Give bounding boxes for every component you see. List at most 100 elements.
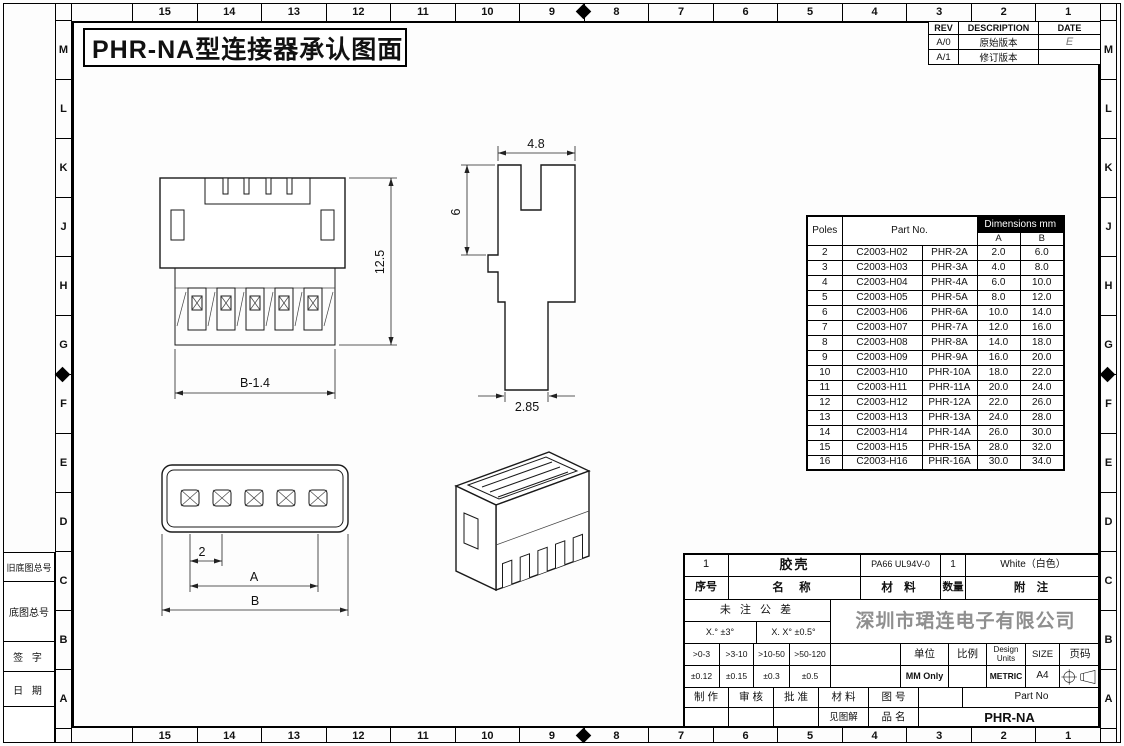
dim-a-cell: 2.0 — [976, 244, 1021, 261]
revision-row: A/1 修订版本 — [928, 49, 1101, 65]
rev-cell: A/0 — [928, 34, 959, 50]
part-name-cell: PHR-7A — [921, 319, 978, 336]
tb-blank-cell — [830, 643, 900, 665]
sheet-title: PHR-NA型连接器承认图面 — [83, 28, 407, 67]
tb-blank-cell — [773, 707, 818, 728]
description-cell: 修订版本 — [958, 49, 1039, 65]
tb-item-note: White（白色） — [965, 553, 1100, 576]
zone-letter-cell: J — [56, 197, 71, 256]
revision-table-body: A/0 原始版本 E A/1 修订版本 — [928, 34, 1101, 65]
tb-tol-angle-xx: X. X° ±0.5° — [756, 621, 830, 643]
dim-a-cell: 14.0 — [976, 334, 1021, 351]
dim-b-cell: 14.0 — [1019, 304, 1065, 321]
date-cell — [1038, 49, 1101, 65]
zone-number-cell: 10 — [454, 3, 520, 21]
dim-b-header: B — [1019, 231, 1065, 246]
part-name-cell: PHR-3A — [921, 259, 978, 276]
part-code-cell: C2003-H11 — [841, 379, 923, 396]
revision-row: A/0 原始版本 E — [928, 34, 1101, 50]
zone-letter-cell: D — [56, 492, 71, 551]
zone-letter-cell: M — [1103, 44, 1114, 56]
zone-number-cell: 14 — [196, 728, 262, 743]
tb-scale-label: 比例 — [948, 643, 986, 665]
poles-cell: 4 — [806, 274, 843, 291]
dim-a-cell: 30.0 — [976, 454, 1021, 471]
tb-part-no-label: Part No — [962, 687, 1100, 707]
dim-a-cell: 16.0 — [976, 349, 1021, 366]
poles-cell: 12 — [806, 394, 843, 411]
dim-b-cell: 10.0 — [1019, 274, 1065, 291]
parts-row: 11 C2003-H11 PHR-11A 20.0 24.0 — [806, 379, 1065, 396]
part-name-cell: PHR-12A — [921, 394, 978, 411]
tb-blank-cell — [918, 687, 962, 707]
poles-cell: 14 — [806, 424, 843, 441]
zone-letter-cell: F — [1101, 374, 1116, 433]
zone-number-cell: 3 — [906, 3, 971, 21]
part-code-cell: C2003-H04 — [841, 274, 923, 291]
border-corner — [56, 3, 71, 21]
zone-letter-cell: L — [1101, 79, 1116, 138]
dim-b-cell: 18.0 — [1019, 334, 1065, 351]
zone-number-cell: 11 — [390, 3, 455, 21]
part-code-cell: C2003-H15 — [841, 439, 923, 456]
tb-item-no: 1 — [683, 553, 728, 576]
zone-number-cell: 11 — [390, 728, 455, 743]
date-label: 日 期 — [4, 671, 54, 706]
zone-number-cell: 15 — [158, 729, 171, 742]
dimension-label: 2.85 — [515, 400, 539, 414]
part-name-cell: PHR-10A — [921, 364, 978, 381]
zone-number-cell: 6 — [712, 728, 778, 743]
dim-a-cell: 26.0 — [976, 424, 1021, 441]
zone-letter-cell: J — [1101, 197, 1116, 256]
poles-cell: 15 — [806, 439, 843, 456]
zone-letter-cell: C — [56, 551, 71, 610]
signature-label: 签 字 — [4, 641, 54, 671]
part-code-cell: C2003-H13 — [841, 409, 923, 426]
tb-tol-range-2: >3-10 — [719, 643, 753, 665]
dimension-label: B — [251, 594, 259, 608]
tb-material-value: 见图解 — [818, 707, 868, 728]
zone-number-cell: 4 — [841, 3, 907, 21]
dim-a-cell: 22.0 — [976, 394, 1021, 411]
part-code-cell: C2003-H09 — [841, 349, 923, 366]
front-view: 12.5 B-1.4 — [159, 177, 397, 399]
zone-letter-cell: E — [1101, 433, 1116, 492]
zone-number-cell: 4 — [841, 728, 907, 743]
zone-letter-cell: A — [1101, 669, 1116, 728]
tb-tol-value-2: ±0.15 — [719, 665, 753, 687]
parts-row: 16 C2003-H16 PHR-16A 30.0 34.0 — [806, 454, 1065, 471]
tb-projection-cell — [1059, 665, 1100, 687]
part-code-cell: C2003-H03 — [841, 259, 923, 276]
tb-size-value: A4 — [1025, 665, 1059, 687]
rev-col-header: REV — [928, 21, 959, 35]
poles-cell: 9 — [806, 349, 843, 366]
dim-b-cell: 34.0 — [1019, 454, 1065, 471]
tb-tol-range-3: >10-50 — [753, 643, 789, 665]
zone-number-cell: 2 — [970, 728, 1036, 743]
zone-number-cell: 1 — [1035, 728, 1100, 743]
date-cell: E — [1038, 34, 1101, 50]
zone-number-cell: 10 — [454, 728, 520, 743]
dimension-label: 12.5 — [373, 250, 387, 274]
margin-label-boxes: 旧底图总号 底图总号 签 字 日 期 — [3, 552, 55, 743]
zone-number-cell: 8 — [583, 728, 649, 743]
tb-drawing-no-label: 图 号 — [868, 687, 918, 707]
parts-row: 15 C2003-H15 PHR-15A 28.0 32.0 — [806, 439, 1065, 456]
dim-b-cell: 6.0 — [1019, 244, 1065, 261]
zone-letter-cell: G — [1101, 315, 1116, 374]
dimension-label: A — [250, 570, 259, 584]
parts-row: 4 C2003-H04 PHR-4A 6.0 10.0 — [806, 274, 1065, 291]
border-corner — [1101, 728, 1116, 743]
dim-a-cell: 12.0 — [976, 319, 1021, 336]
dimension-label: 6 — [449, 208, 463, 215]
zone-letter-cell: K — [56, 138, 71, 197]
company-name: 深圳市珺连电子有限公司 — [830, 599, 1100, 643]
part-name-cell: PHR-5A — [921, 289, 978, 306]
dim-a-cell: 8.0 — [976, 289, 1021, 306]
dimension-label: 2 — [199, 545, 206, 559]
dim-b-cell: 30.0 — [1019, 424, 1065, 441]
tb-col-no: 序号 — [683, 576, 728, 599]
zone-letter-cell: C — [1101, 551, 1116, 610]
zone-number-cell: 14 — [196, 3, 262, 21]
